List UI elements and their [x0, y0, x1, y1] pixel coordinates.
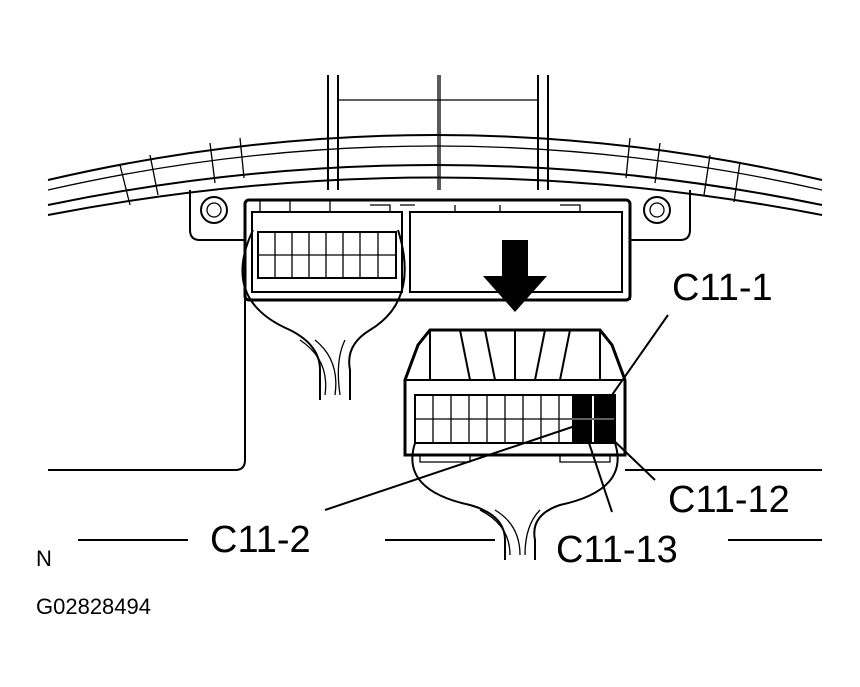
figure-id: G02828494 — [36, 594, 151, 619]
label-c11-2: C11-2 — [210, 519, 311, 561]
insertion-arrow — [483, 240, 547, 312]
right-bolt-hole — [643, 196, 671, 224]
pin-c11-2-highlight — [572, 396, 592, 418]
label-c11-13: C11-13 — [556, 529, 678, 571]
upper-socket — [243, 198, 632, 302]
upper-bracket — [327, 75, 549, 190]
pin-c11-1-highlight — [594, 396, 614, 418]
leader-lines — [324, 314, 669, 513]
north-label: N — [36, 546, 52, 571]
upper-connector-pins — [257, 231, 397, 279]
label-c11-1: C11-1 — [672, 267, 773, 309]
arched-rails — [47, 134, 823, 216]
left-bolt-hole — [200, 196, 228, 224]
lower-connector-pins — [414, 394, 616, 444]
upper-harness — [241, 229, 406, 400]
lower-connector — [403, 328, 627, 463]
pin-c11-13-highlight — [572, 420, 592, 442]
label-c11-12: C11-12 — [668, 479, 790, 521]
lower-harness — [411, 442, 619, 560]
